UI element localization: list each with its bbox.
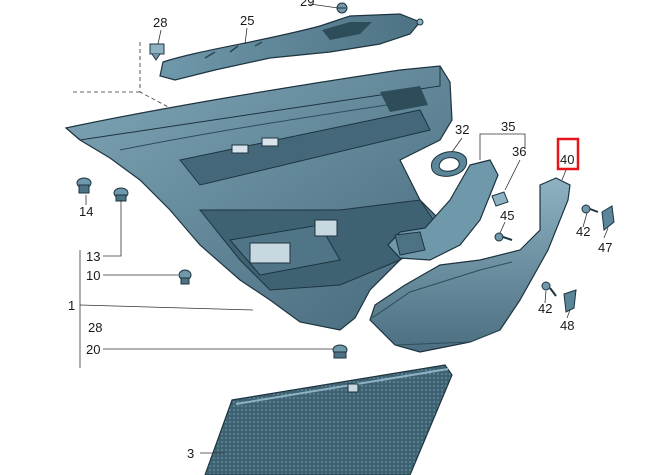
upper-trim-strip bbox=[159, 13, 424, 81]
screw-29 bbox=[336, 2, 348, 14]
callout-48: 48 bbox=[560, 318, 574, 333]
callout-1: 1 bbox=[68, 298, 75, 313]
callout-10: 10 bbox=[86, 268, 100, 283]
callout-3: 3 bbox=[187, 446, 194, 461]
clip-20 bbox=[332, 344, 348, 359]
callout-42-right: 42 bbox=[576, 224, 590, 239]
armrest-bracket bbox=[387, 159, 499, 261]
callout-25: 25 bbox=[240, 13, 254, 28]
clip-13 bbox=[113, 187, 129, 202]
callout-13: 13 bbox=[86, 249, 100, 264]
screw-42-right bbox=[581, 204, 599, 214]
callout-14: 14 bbox=[79, 204, 93, 219]
callout-32: 32 bbox=[455, 122, 469, 137]
callout-29: 29 bbox=[300, 0, 314, 9]
screw-45 bbox=[494, 232, 513, 242]
clip-top bbox=[149, 43, 165, 61]
callout-47: 47 bbox=[598, 240, 612, 255]
callout-42-mid: 42 bbox=[538, 301, 552, 316]
callout-28-top: 28 bbox=[153, 15, 167, 30]
callout-45: 45 bbox=[500, 208, 514, 223]
clip-14 bbox=[76, 177, 92, 194]
grommet-ring bbox=[431, 151, 468, 177]
clip-10 bbox=[178, 269, 192, 285]
lower-mesh-panel bbox=[204, 364, 453, 475]
highlight-box-40 bbox=[556, 137, 580, 171]
leader-lines bbox=[79, 3, 609, 454]
armrest-pull-handle bbox=[369, 177, 571, 353]
callout-36: 36 bbox=[512, 144, 526, 159]
clip-36 bbox=[491, 191, 509, 207]
callout-40: 40 bbox=[560, 152, 574, 167]
screw-42-mid bbox=[541, 281, 557, 297]
callout-28-bottom: 28 bbox=[88, 320, 102, 335]
cap-47 bbox=[601, 205, 615, 231]
callout-35: 35 bbox=[501, 119, 515, 134]
door-trim-panel bbox=[64, 65, 453, 331]
cap-48 bbox=[563, 289, 577, 313]
callout-labels: 29 28 25 32 35 36 40 14 13 10 1 28 20 3 … bbox=[68, 0, 612, 461]
callout-20: 20 bbox=[86, 342, 100, 357]
